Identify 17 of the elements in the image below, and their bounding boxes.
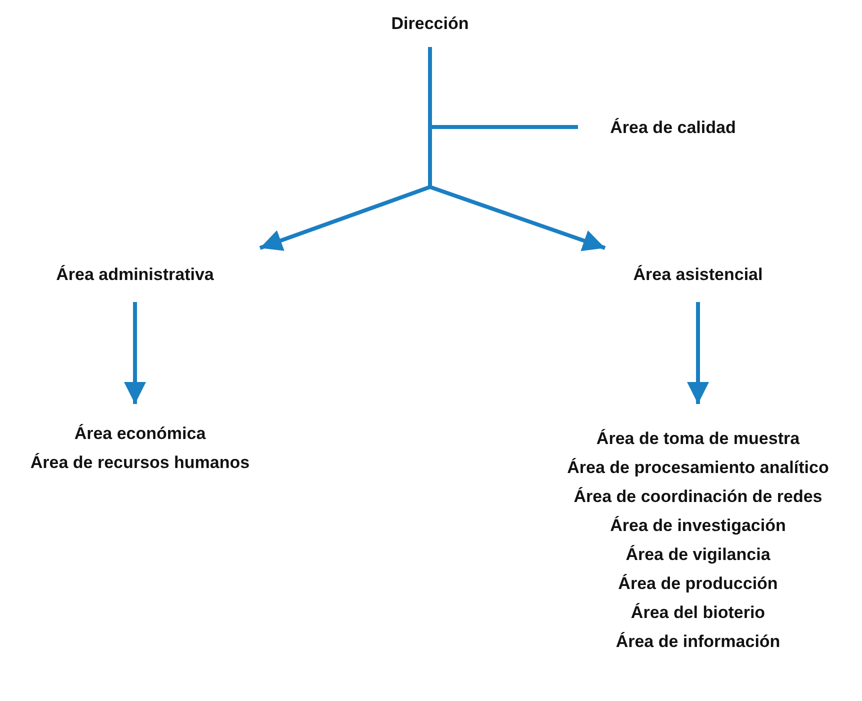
arrow bbox=[124, 302, 146, 404]
area-label: Área de procesamiento analítico bbox=[566, 457, 830, 479]
area-label: Área de recursos humanos bbox=[29, 452, 251, 474]
area-label: Área de información bbox=[614, 631, 782, 653]
area-label: Área de calidad bbox=[609, 117, 737, 139]
area-label: Área de vigilancia bbox=[624, 544, 772, 566]
arrow bbox=[428, 47, 606, 252]
area-label: Área asistencial bbox=[632, 264, 764, 286]
area-label: Área administrativa bbox=[55, 264, 215, 286]
area-label: Área de toma de muestra bbox=[595, 428, 801, 450]
area-label: Área de coordinación de redes bbox=[572, 486, 824, 508]
area-label: Área económica bbox=[73, 423, 207, 445]
area-label: Dirección bbox=[390, 13, 470, 35]
area-label: Área de producción bbox=[617, 573, 779, 595]
area-label: Área del bioterio bbox=[630, 602, 766, 624]
arrow bbox=[687, 302, 709, 404]
area-label: Área de investigación bbox=[609, 515, 787, 537]
